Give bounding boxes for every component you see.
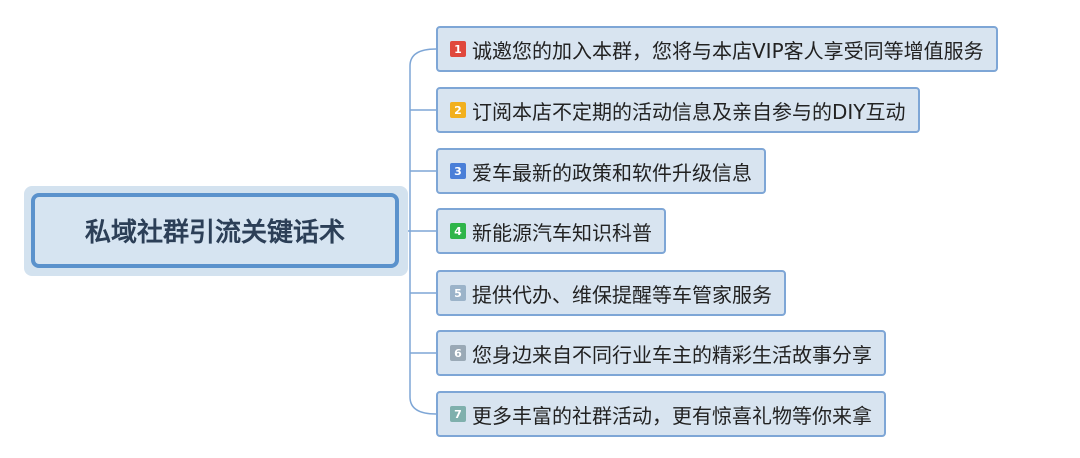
root-node[interactable]: 私域社群引流关键话术 [31, 193, 399, 268]
topic-node-1[interactable]: 1 诚邀您的加入本群，您将与本店VIP客人享受同等增值服务 [436, 26, 998, 72]
priority-1-icon: 1 [450, 41, 466, 57]
priority-2-icon: 2 [450, 102, 466, 118]
topic-node-6[interactable]: 6 您身边来自不同行业车主的精彩生活故事分享 [436, 330, 886, 376]
topic-node-4[interactable]: 4 新能源汽车知识科普 [436, 208, 666, 254]
topic-node-5[interactable]: 5 提供代办、维保提醒等车管家服务 [436, 270, 786, 316]
root-node-label: 私域社群引流关键话术 [84, 218, 345, 248]
priority-6-icon: 6 [450, 345, 466, 361]
topic-node-label: 新能源汽车知识科普 [472, 220, 652, 245]
priority-7-icon: 7 [450, 406, 466, 422]
topic-node-label: 提供代办、维保提醒等车管家服务 [472, 282, 772, 307]
topic-node-3[interactable]: 3 爱车最新的政策和软件升级信息 [436, 148, 766, 194]
topic-node-label: 您身边来自不同行业车主的精彩生活故事分享 [472, 342, 872, 367]
priority-4-icon: 4 [450, 223, 466, 239]
topic-node-label: 更多丰富的社群活动，更有惊喜礼物等你来拿 [472, 403, 872, 428]
priority-5-icon: 5 [450, 285, 466, 301]
topic-node-label: 诚邀您的加入本群，您将与本店VIP客人享受同等增值服务 [472, 38, 984, 63]
priority-3-icon: 3 [450, 163, 466, 179]
topic-node-2[interactable]: 2 订阅本店不定期的活动信息及亲自参与的DIY互动 [436, 87, 920, 133]
topic-node-label: 订阅本店不定期的活动信息及亲自参与的DIY互动 [472, 99, 906, 124]
topic-node-label: 爱车最新的政策和软件升级信息 [472, 160, 752, 185]
topic-node-7[interactable]: 7 更多丰富的社群活动，更有惊喜礼物等你来拿 [436, 391, 886, 437]
